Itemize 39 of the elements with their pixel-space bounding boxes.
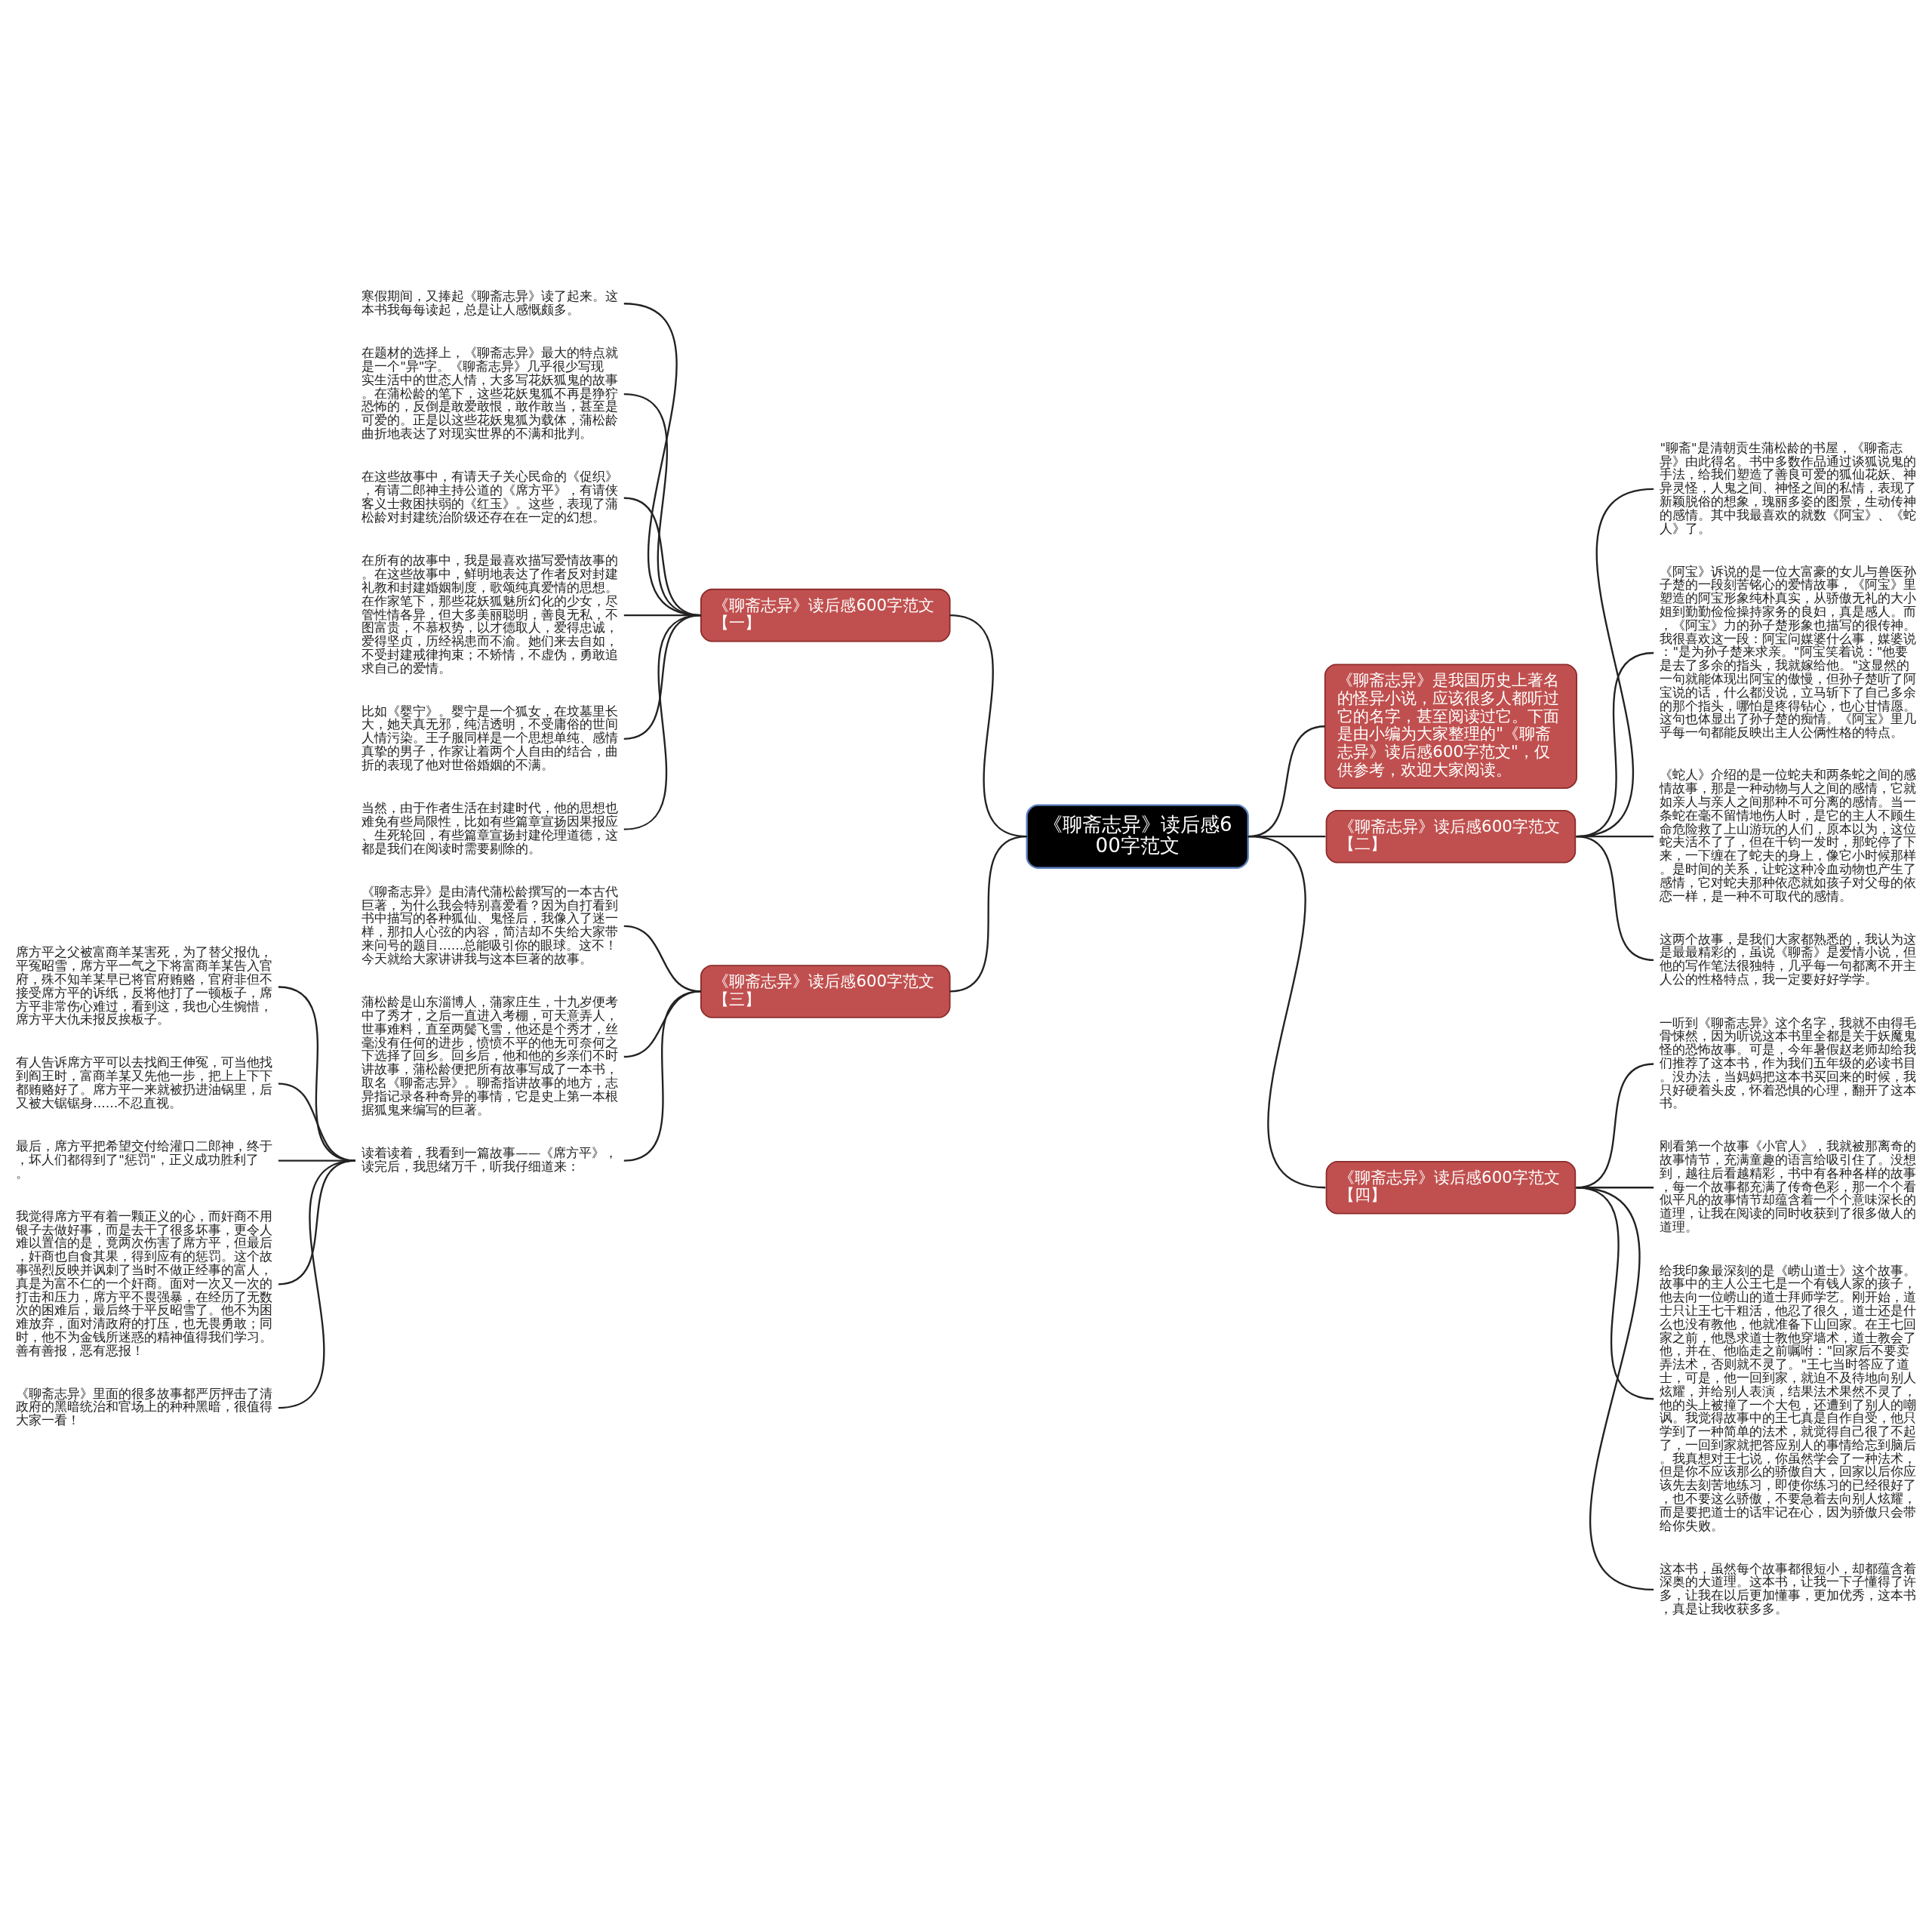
node-text: 有人告诉席方平可以去找阎王伸冤，可当他找到阎王时，富商羊某又先他一步，把上上下下都贿赂好了。席方平一来就被扔进油锅里，后又被大锯锯身……不忍直视。 (16, 1055, 273, 1110)
node-text: 寒假期间，又捧起《聊斋志异》读了起来。这本书我每每读起，总是让人感慨颇多。 (361, 288, 619, 317)
node-text: 在题材的选择上，《聊斋志异》最大的特点就是一个"异"字。《聊斋志异》几乎很少写现实生活中的世态人情，大多写花妖狐鬼的故事。在蒲松龄的笔下，这些花妖鬼狐不再是狰狞恐怖的，反倒是敢爱敢恨，敢作敢当，甚至是可爱的。正是以这些花妖鬼狐为载体，蒲松龄曲折地表达了对现实世界的不满和批判。 (361, 345, 619, 441)
node-box: 《聊斋志异》读后感600字范文【四】 (1325, 1160, 1577, 1215)
node-text: 在所有的故事中，我是最喜欢描写爱情故事的。在这些故事中，鲜明地表达了作者反对封建礼教和封建婚姻制度，歌颂纯真爱情的思想。在作家笔下，那些花妖狐魅所幻化的少女，尽管性情各异，但大多美丽聪明，善良无私，不图富贵，不慕权势，以才德取人，爱得忠诚，爱得坚贞，历经祸患而不渝。她们来去自如，不受封建戒律拘束；不矫情，不虚伪，勇敢追求自己的爱情。 (361, 553, 619, 676)
connector (1576, 1186, 1654, 1590)
node-text: 席方平之父被富商羊某害死，为了替父报仇，平冤昭雪，席方平一气之下将富商羊某告入官府，殊不知羊某早已将官府贿赂，官府非但不接受席方平的诉纸，反将他打了一顿板子，席方平非常伤心难过，看到这，我也心生惋惜，席方平大仇未报反挨板子。 (16, 944, 273, 1027)
connector (278, 985, 356, 1162)
node-text: 比如《婴宁》。婴宁是一个狐女，在坟墓里长大，她天真无邪，纯洁透明，不受庸俗的世间人情污染。王子服同样是一个思想单纯、感情真挚的男子，作家让着两个人自由的结合，曲折的表现了他对世俗婚姻的不满。 (361, 704, 619, 772)
connector (623, 614, 702, 830)
node-text: 《阿宝》诉说的是一位大富豪的女儿与兽医孙子楚的一段刻苦铭心的爱情故事，《阿宝》里塑造的阿宝形象纯朴真实，从骄傲无礼的大小姐到勤勤俭俭操持家务的良妇，真是感人。而，《阿宝》力的孙子楚形象也描写的很传神。我很喜欢这一段：阿宝问媒婆什么事，媒婆说："是为孙子楚来求亲。"阿宝笑着说："他要是去了多余的指头，我就嫁给他。"这显然的一句就能体现出阿宝的傲慢，但孙子楚听了阿宝说的话，什么都没说，立马斩下了自己多余的那个指头，哪怕是疼得钻心，也心甘情愿。这句也体显出了孙子楚的痴情。《阿宝》里几乎每一句都能反映出主人公俩性格的特点。 (1660, 564, 1917, 740)
connector (278, 1159, 356, 1286)
node-box: 《聊斋志异》读后感600字范文 (1026, 803, 1249, 869)
node-text: 最后，席方平把希望交付给灌口二郎神，终于，坏人们都得到了"惩罚"，正义成功胜利了。 (16, 1138, 273, 1181)
connector (278, 1159, 355, 1162)
node-text: 一听到《聊斋志异》这个名字，我就不由得毛骨悚然，因为听说这本书里全都是关于妖魔鬼怪的恐怖故事。可是，今年暑假赵老师却给我们推荐了这本书，作为我们五年级的必读书目。没办法，当妈妈把这本书买回来的时候，我只好硬着头皮，怀着恐惧的心理，翻开了这本书。 (1660, 1015, 1917, 1110)
node-box: 《聊斋志异》读后感600字范文【一】 (700, 588, 951, 642)
node-text: 《聊斋志异》里面的很多故事都严厉抨击了清政府的黑暗统治和官场上的种种黑暗，很值得大家一看！ (16, 1386, 273, 1427)
node-text: 读着读着，我看到一篇故事——《席方平》，读完后，我思绪万千，听我仔细道来： (361, 1145, 618, 1174)
node-box: 《聊斋志异》是我国历史上著名的怪异小说，应该很多人都听过它的名字，甚至阅读过它。下面是由小编为大家整理的"《聊斋志异》读后感600字范文"，仅供参考，欢迎大家阅读。 (1324, 664, 1577, 789)
connector (278, 1159, 356, 1409)
node-text: 刚看第一个故事《小官人》，我就被那离奇的故事情节，充满童趣的语言给吸引住了。没想到，越往后看越精彩，书中有各种各样的故事，每一个故事都充满了传奇色彩，那一个个看似平凡的故事情节却蕴含着一个个意味深长的道理，让我在阅读的同时收获到了很多做人的道理。 (1660, 1138, 1917, 1234)
node-box: 《聊斋志异》读后感600字范文【三】 (700, 964, 951, 1018)
node-text: 给我印象最深刻的是《崂山道士》这个故事。故事中的主人公王七是一个有钱人家的孩子，他去向一位崂山的道士拜师学艺。刚开始，道士只让王七干粗活，他忍了很久，道士还是什么也没有教他，他就准备下山回家。在王七回家之前，他恳求道士教他穿墙术，道士教会了他，并在、他临走之前嘱咐："回家后不要卖弄法术，否则就不灵了。"王七当时答应了道士，可是，他一回到家，就迫不及待地向别人炫耀，并给别人表演，结果法术果然不灵了，他的头上被撞了一个大包，还遭到了别人的嘲讽。我觉得故事中的王七真是自作自受，他只学到了一种简单的法术，就觉得自己很了不起了，一回到家就把答应别人的事情给忘到脑后。我真想对王七说，你虽然学会了一种法术，但是你不应该那么的骄傲自大，回家以后你应该先去刻苦地练习，即使你练习的已经很好了，也不要这么骄傲，不要急着去向别人炫耀，而是要把道士的话牢记在心，因为骄傲只会带给你失败。 (1660, 1263, 1917, 1533)
connector (949, 835, 1027, 993)
node-text: 蒲松龄是山东淄博人，蒲家庄生，十九岁便考中了秀才，之后一直进入考棚，可天意弄人，世事难料，直至两鬓飞雪，他还是个秀才，丝毫没有任何的进步，愤愤不平的他无可奈何之下选择了回乡。回乡后，他和他的乡亲们不时讲故事，蒲松龄便把所有故事写成了一本书，取名《聊斋志异》。聊斋指讲故事的地方，志异指记录各种奇异的事情，它是史上第一本根据狐鬼来编写的巨著。 (361, 994, 619, 1117)
node-text: 这两个故事，是我们大家都熟悉的，我认为这是最最精彩的，虽说《聊斋》是爱情小说，但他的写作笔法很独特，几乎每一句都离不开主人公的性格特点，我一定要好好学学。 (1660, 931, 1917, 987)
connector (623, 990, 702, 1162)
connector (1247, 835, 1326, 1188)
connector (1576, 835, 1654, 961)
node-text: 这本书，虽然每个故事都很短小，却都蕴含着深奥的大道理。这本书，让我一下子懂得了许多，让我在以后更加懂事，更加优秀，这本书，真是让我收获多多。 (1660, 1561, 1917, 1616)
node-text: "聊斋"是清朝贡生蒲松龄的书屋，《聊斋志异》由此得名。书中多数作品通过谈狐说鬼的手法，给我们塑造了善良可爱的狐仙花妖、神异灵怪，人鬼之间、神怪之间的私情，表现了新颖脱俗的想象，瑰丽多姿的图景，生动传神的感情。其中我最喜欢的就数《阿宝》、《蛇人》了。 (1660, 440, 1917, 536)
node-text: 《蛇人》介绍的是一位蛇夫和两条蛇之间的感情故事，那是一种动物与人之间的感情，它就如亲人与亲人之间那种不可分离的感情。当一条蛇在毫不留情地伤人时，是它的主人不顾生命危险救了上山游玩的人们，原本以为，这位蛇夫活不了了，但在千钧一发时，那蛇停了下来，一下缠在了蛇夫的身上，像它小时候那样。是时间的关系，让蛇这种冷血动物也产生了感情，它对蛇夫那种依恋就如孩子对父母的依恋一样，是一种不可取代的感情。 (1660, 767, 1917, 904)
node-text: 《聊斋志异》是由清代蒲松龄撰写的一本古代巨著，为什么我会特别喜爱看？因为自打看到书中描写的各种狐仙、鬼怪后，我像入了迷一样，那扣人心弦的内容，简洁却不失给大家带来问号的题目……总能吸引你的眼球。这不！今天就给大家讲讲我与这本巨著的故事。 (361, 884, 619, 966)
node-text: 在这些故事中，有请天子关心民命的《促织》，有请二郎神主持公道的《席方平》，有请侠客义士救困扶弱的《红玉》。这些，表现了蒲松龄对封建统治阶级还存在在一定的幻想。 (361, 469, 619, 525)
node-text: 当然，由于作者生活在封建时代，他的思想也难免有些局限性，比如有些篇章宣扬因果报应、生死轮回，有些篇章宣扬封建伦理道德，这都是我们在阅读时需要剔除的。 (361, 800, 619, 856)
node-box: 《聊斋志异》读后感600字范文【二】 (1325, 809, 1577, 863)
connector (278, 1082, 356, 1162)
node-text: 我觉得席方平有着一颗正义的心，而奸商不用银子去做好事，而是去干了很多坏事，更令人难以置信的是，竟两次伤害了席方平，但最后，奸商也自食其果，得到应有的惩罚。这个故事强烈反映并讽刺了当时不做正经事的富人，真是为富不仁的一个奸商。面对一次又一次的打击和压力，席方平不畏强暴，在经历了无数次的困难后，最后终于平反昭雪了。他不为困难放弃，面对清政府的打压，也无畏勇敢；同时，他不为金钱所迷惑的精神值得我们学习。善有善报，恶有恶报！ (16, 1209, 273, 1358)
